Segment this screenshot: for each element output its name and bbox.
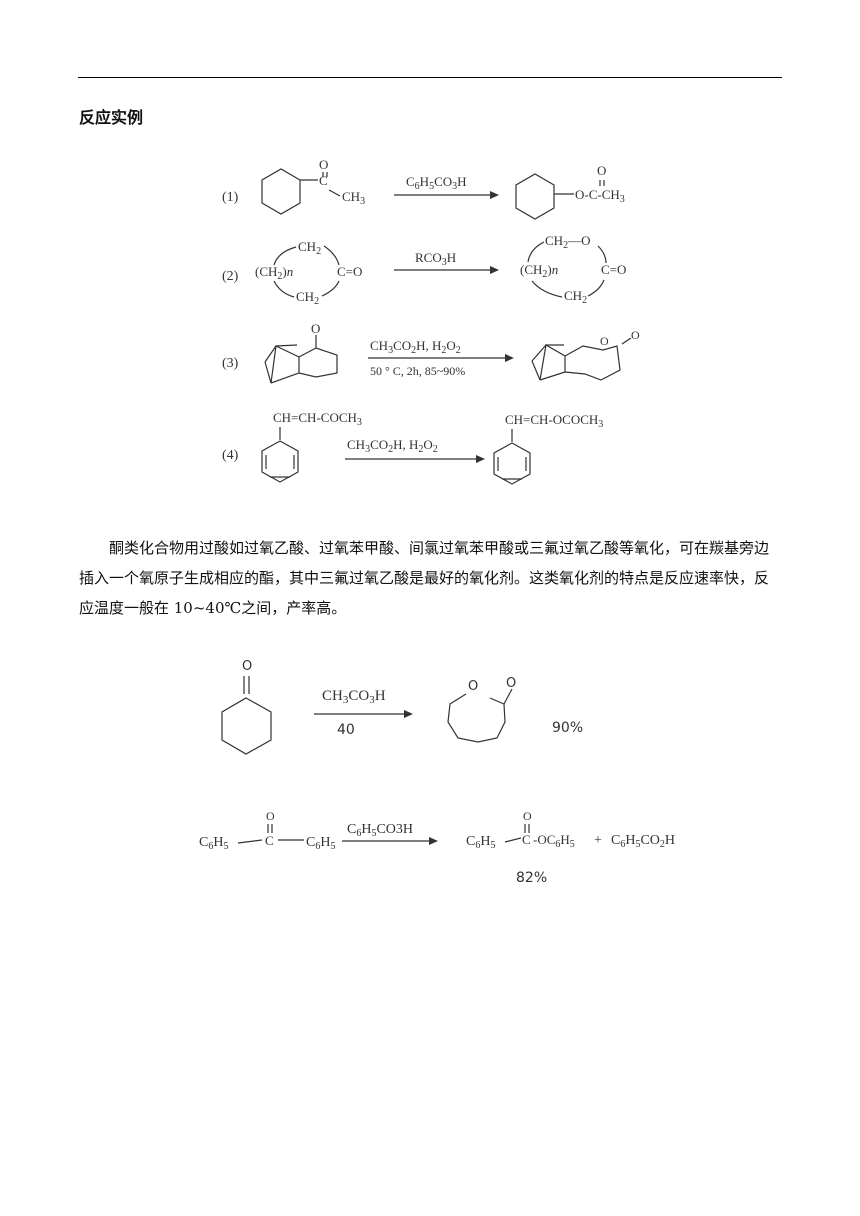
cyclohexane-ring (261, 168, 301, 215)
svg-text:CH3: CH3 (342, 189, 365, 207)
svg-text:O: O (506, 676, 516, 691)
header-rule (78, 77, 782, 78)
svg-text:(CH2)n: (CH2)n (255, 264, 293, 282)
cyclohexanone-reagent: CH3CO3H (322, 688, 386, 706)
body-paragraph: 酮类化合物用过酸如过氧乙酸、过氧苯甲酸、间氯过氧苯甲酸或三氟过氧乙酸等氧化，可在… (79, 539, 770, 617)
svg-text:C6H5: C6H5 (306, 835, 335, 852)
reaction-3-number: (3) (222, 356, 239, 371)
svg-text:C: C (522, 832, 531, 847)
svg-text:C: C (265, 833, 274, 848)
svg-text:O: O (311, 321, 320, 336)
svg-text:O: O (597, 163, 606, 178)
reaction-2-reagent: RCO3H (415, 250, 456, 268)
cyclohexanone-ring (221, 697, 272, 755)
cyclohexane-ring-product (515, 173, 555, 220)
svg-text:C: C (319, 173, 328, 188)
svg-text:O: O (600, 334, 609, 348)
svg-text:CH=CH-OCOCH3: CH=CH-OCOCH3 (505, 412, 603, 430)
benzophenone-plus: + (594, 833, 602, 848)
reaction-1-reagent: C6H5CO3H (406, 174, 467, 192)
svg-text:O: O (631, 328, 640, 342)
reaction-1-number: (1) (222, 190, 239, 205)
svg-text:CH=CH-COCH3: CH=CH-COCH3 (273, 410, 362, 428)
svg-text:CH2—O: CH2—O (545, 233, 590, 251)
svg-text:O: O (319, 157, 328, 172)
reaction-4-number: (4) (222, 448, 239, 463)
reaction-3-reagent-line1: CH3CO2H, H2O2 (370, 338, 461, 356)
cyclohexanone-yield: 90% (552, 720, 583, 736)
svg-text:CH2: CH2 (298, 239, 321, 257)
svg-text:-OC6H5: -OC6H5 (533, 832, 575, 850)
section-title: 反应实例 (79, 108, 144, 127)
svg-text:C6H5: C6H5 (466, 834, 495, 851)
benzophenone-yield: 82% (516, 870, 547, 886)
svg-text:O-C-CH3: O-C-CH3 (575, 187, 625, 205)
svg-text:O: O (468, 679, 478, 694)
svg-text:C=O: C=O (337, 264, 362, 279)
reaction-4-reagent: CH3CO2H, H2O2 (347, 437, 438, 455)
reaction-benzophenone: C6H5 C O C6H5 C6H5CO3H C6H5 C O -OC6H5 +… (199, 809, 675, 886)
cyclohexanone-condition: 40 (337, 722, 355, 738)
svg-text:O: O (523, 809, 532, 823)
reaction-3-reagent-line2: 50 ° C, 2h, 85~90% (370, 364, 465, 378)
reaction-2-number: (2) (222, 269, 239, 284)
svg-text:C6H5: C6H5 (199, 835, 228, 852)
svg-text:CH2: CH2 (296, 289, 319, 307)
svg-text:O: O (242, 659, 252, 674)
svg-text:CH2: CH2 (564, 288, 587, 306)
svg-text:C=O: C=O (601, 262, 626, 277)
reaction-scheme-1-4: (1) C O CH3 C6H5CO3H O-C-CH3 O (2) CH2 (… (222, 157, 640, 485)
reaction-cyclohexanone: O CH3CO3H 40 O O 90% (221, 659, 583, 755)
svg-text:O: O (266, 809, 275, 823)
svg-text:(CH2)n: (CH2)n (520, 262, 558, 280)
benzophenone-reagent: C6H5CO3H (347, 822, 413, 839)
svg-text:C6H5CO2H: C6H5CO2H (611, 833, 675, 850)
